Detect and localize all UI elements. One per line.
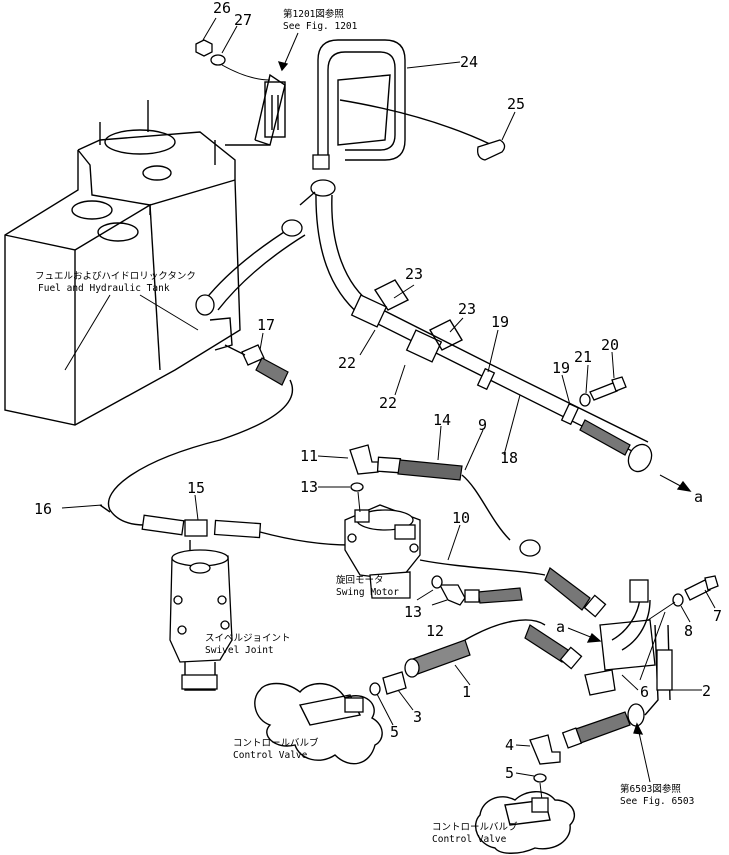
clip-25 bbox=[477, 139, 506, 161]
tank-label-jp: フュエルおよびハイドロリックタンク bbox=[35, 271, 196, 282]
swivel-label-jp: スイベルジョイント bbox=[205, 633, 291, 644]
callout-5b: 5 bbox=[505, 764, 514, 782]
swivel-label-en: Swivel Joint bbox=[205, 645, 274, 656]
callout-15: 15 bbox=[187, 479, 205, 497]
callout-7: 7 bbox=[713, 607, 722, 625]
callout-2: 2 bbox=[702, 682, 711, 700]
callout-16: 16 bbox=[34, 500, 52, 518]
callout-numbers: 1 2 3 4 5 5 6 7 8 9 10 11 12 13 13 14 15… bbox=[34, 0, 722, 782]
callout-4: 4 bbox=[505, 736, 514, 754]
callout-23a: 23 bbox=[405, 265, 423, 283]
pipe-2 bbox=[644, 624, 673, 716]
control-valve-2-label-en: Control Valve bbox=[432, 834, 507, 845]
o-ring-5-upper bbox=[369, 682, 381, 696]
callout-22b: 22 bbox=[379, 394, 397, 412]
hose-assembly-22-18 bbox=[310, 179, 653, 473]
callout-10: 10 bbox=[452, 509, 470, 527]
o-ring-5-lower bbox=[533, 773, 547, 783]
swing-motor-label-en: Swing Motor bbox=[336, 587, 399, 598]
callout-3: 3 bbox=[413, 708, 422, 726]
washer-8 bbox=[672, 593, 684, 607]
control-valve-1-label-jp: コントロールバルブ bbox=[233, 737, 319, 749]
pipe-1 bbox=[464, 619, 546, 641]
nut-26 bbox=[195, 39, 213, 57]
callout-23b: 23 bbox=[458, 300, 476, 318]
fig1201-ref-en: See Fig. 1201 bbox=[283, 21, 358, 32]
callout-24: 24 bbox=[460, 53, 478, 71]
control-valve-2 bbox=[475, 791, 575, 854]
callout-27: 27 bbox=[234, 11, 252, 29]
callout-25: 25 bbox=[507, 95, 525, 113]
pipe-16 bbox=[107, 379, 294, 526]
swing-motor-label-jp: 旋回モータ bbox=[336, 574, 384, 586]
connector-a-lower: a bbox=[556, 618, 565, 636]
callout-13b: 13 bbox=[404, 603, 422, 621]
callout-21: 21 bbox=[574, 348, 592, 366]
fitting-12 bbox=[438, 584, 466, 606]
hose-10 bbox=[419, 559, 546, 576]
callout-20: 20 bbox=[601, 336, 619, 354]
callout-12: 12 bbox=[426, 622, 444, 640]
callout-9: 9 bbox=[478, 416, 487, 434]
connector-a-upper: a bbox=[694, 488, 703, 506]
fig6503-ref-jp: 第6503図参照 bbox=[620, 783, 681, 795]
tank-label-en: Fuel and Hydraulic Tank bbox=[38, 283, 170, 294]
callout-19b: 19 bbox=[552, 359, 570, 377]
callout-22a: 22 bbox=[338, 354, 356, 372]
control-valve-1-label-en: Control Valve bbox=[233, 750, 308, 761]
swivel-joint bbox=[141, 514, 351, 691]
callout-11: 11 bbox=[300, 447, 318, 465]
bolt-20 bbox=[589, 382, 618, 401]
callout-6: 6 bbox=[640, 683, 649, 701]
fuel-hydraulic-tank bbox=[4, 100, 241, 426]
callout-13a: 13 bbox=[300, 478, 318, 496]
bolt-7 bbox=[684, 579, 711, 601]
fig1201-ref-jp: 第1201図参照 bbox=[283, 8, 344, 20]
fitting-17 bbox=[224, 344, 289, 386]
callout-1: 1 bbox=[462, 683, 471, 701]
hose-14 bbox=[376, 456, 463, 481]
cooler-tube-24 bbox=[312, 39, 406, 170]
swing-motor bbox=[344, 504, 421, 599]
callout-26: 26 bbox=[213, 0, 231, 17]
control-valve-2-label-jp: コントロールバルブ bbox=[432, 821, 518, 833]
block-6 bbox=[584, 579, 656, 696]
callout-5a: 5 bbox=[390, 723, 399, 741]
fitting-3 bbox=[382, 671, 407, 695]
mounting-bracket bbox=[225, 73, 286, 146]
washer-27 bbox=[210, 54, 226, 66]
fig6503-ref-en: See Fig. 6503 bbox=[620, 796, 694, 807]
callout-19a: 19 bbox=[491, 313, 509, 331]
elbow-11 bbox=[349, 444, 379, 475]
callout-14: 14 bbox=[433, 411, 451, 429]
callout-17: 17 bbox=[257, 316, 275, 334]
control-valve-1 bbox=[254, 682, 383, 765]
hose-9 bbox=[461, 474, 511, 541]
callout-8: 8 bbox=[684, 622, 693, 640]
washer-21 bbox=[579, 393, 591, 407]
o-ring-13-lower bbox=[431, 575, 443, 589]
o-ring-13-upper bbox=[350, 482, 364, 492]
callout-18: 18 bbox=[500, 449, 518, 467]
elbow-4 bbox=[529, 734, 561, 765]
